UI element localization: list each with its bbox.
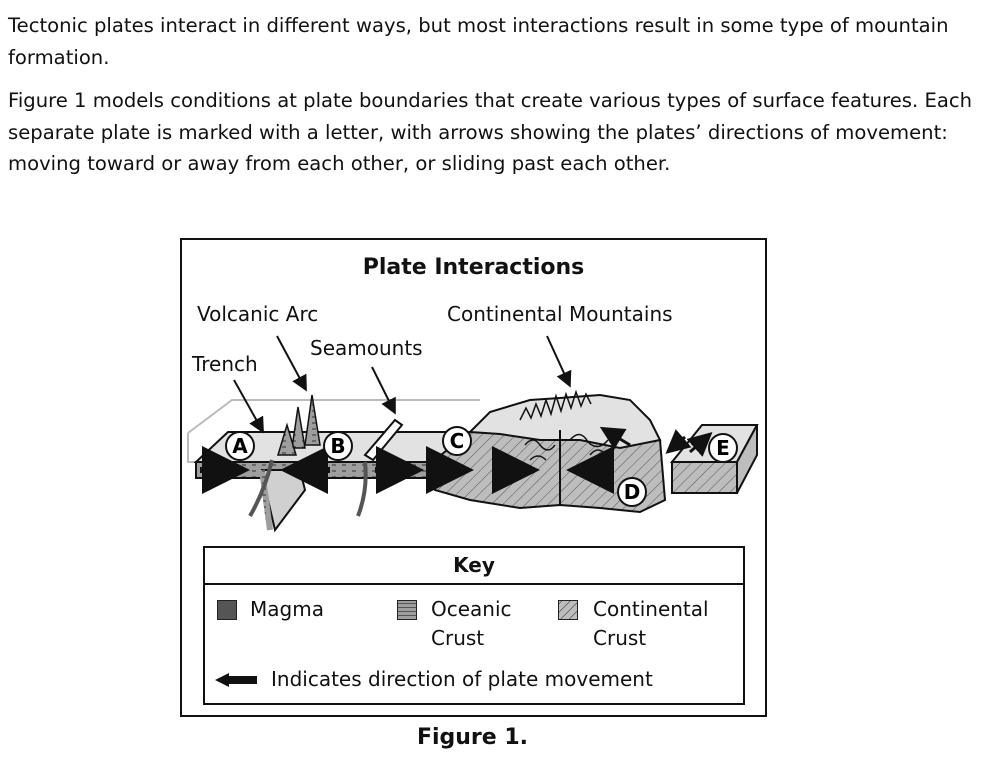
figure-title: Plate Interactions [362,255,585,280]
label-volcanic-arc: Volcanic Arc [197,302,319,326]
intro-paragraph-2: Figure 1 models conditions at plate boun… [8,89,973,175]
intro-paragraph-1: Tectonic plates interact in different wa… [8,14,949,69]
plate-e-marker: E [708,433,738,463]
label-seamounts: Seamounts [310,336,423,360]
oceanic-crust-swatch [397,600,417,620]
magma [248,459,368,517]
svg-text:A: A [232,434,248,458]
svg-text:E: E [716,436,730,460]
key-arrow-text: Indicates direction of plate movement [271,667,653,691]
figure-1: Plate Interactions [180,238,767,717]
figure-caption: Figure 1. [416,725,529,750]
plate-diagram: A B C D E [187,335,759,533]
plate-c-marker: C [442,426,472,456]
svg-text:B: B [330,434,345,458]
mountain-ridges [519,389,609,461]
block-e-front [671,461,738,494]
svg-text:D: D [624,480,641,504]
block-e-side [736,424,758,494]
arrow-left-icon [215,673,257,687]
key-magma: Magma [250,597,324,621]
label-continental-mountains: Continental Mountains [447,302,673,326]
plate-a-marker: A [225,431,255,461]
plate-b-marker: B [323,431,353,461]
label-pointers [233,335,572,434]
plate-markers: A B C D E [225,426,738,507]
label-trench: Trench [192,352,258,376]
ghost-outline [187,399,480,463]
continental-crust-swatch [558,600,578,620]
seamount [363,418,404,462]
magma-swatch [217,600,237,620]
svg-text:C: C [450,429,465,453]
plate-d-marker: D [617,477,647,507]
key-title: Key [205,548,743,585]
